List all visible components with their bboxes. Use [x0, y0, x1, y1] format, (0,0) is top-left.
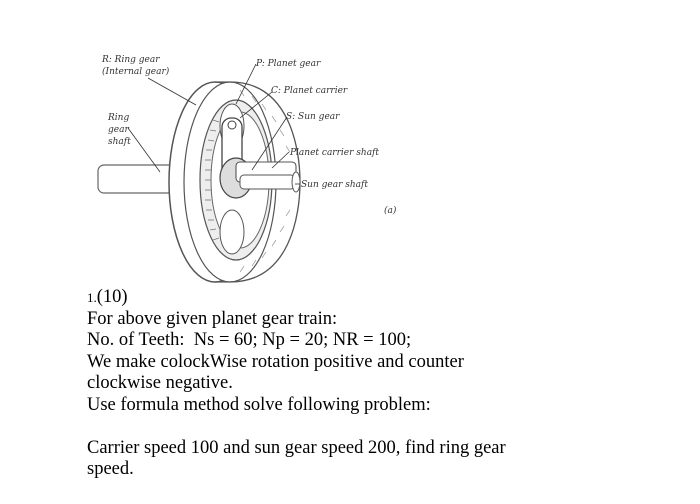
problem-line-1: For above given planet gear train:: [87, 308, 338, 329]
problem-points: (10): [96, 287, 128, 307]
blank-line: [87, 416, 687, 438]
problem-statement: 1.(10) For above given planet gear train…: [87, 287, 687, 481]
label-ring-gear-shaft-1: Ring: [107, 113, 129, 123]
label-planet-gear: P: Planet gear: [255, 59, 321, 69]
problem-line-3: We make colockWise rotation positive and…: [87, 351, 464, 372]
label-planet-carrier: C: Planet carrier: [271, 86, 348, 96]
label-sun-gear: S: Sun gear: [286, 112, 340, 122]
problem-number: 1.: [87, 290, 97, 305]
label-sun-gear-shaft: Sun gear shaft: [301, 180, 368, 190]
problem-line-6: Carrier speed 100 and sun gear speed 200…: [87, 437, 506, 458]
problem-line-2: No. of Teeth: Ns = 60; Np = 20; NR = 100…: [87, 330, 412, 350]
planetary-gear-diagram: R: Ring gear (Internal gear) P: Planet g…: [97, 55, 397, 283]
planet-gear-bottom: [219, 209, 245, 255]
label-ring-gear: R: Ring gear: [101, 55, 160, 65]
sun-gear-shaft: [239, 174, 296, 190]
label-ring-gear-shaft-2: gear: [108, 125, 129, 135]
problem-header: 1.(10): [87, 287, 687, 309]
problem-line-4: clockwise negative.: [87, 373, 233, 393]
label-planet-carrier-shaft: Planet carrier shaft: [289, 148, 379, 158]
label-ring-gear-shaft-3: shaft: [108, 137, 131, 147]
problem-line-5: Use formula method solve following probl…: [87, 394, 431, 415]
problem-line-7: speed.: [87, 459, 134, 479]
label-panel-a: (a): [384, 205, 397, 216]
label-internal-gear: (Internal gear): [102, 66, 170, 77]
